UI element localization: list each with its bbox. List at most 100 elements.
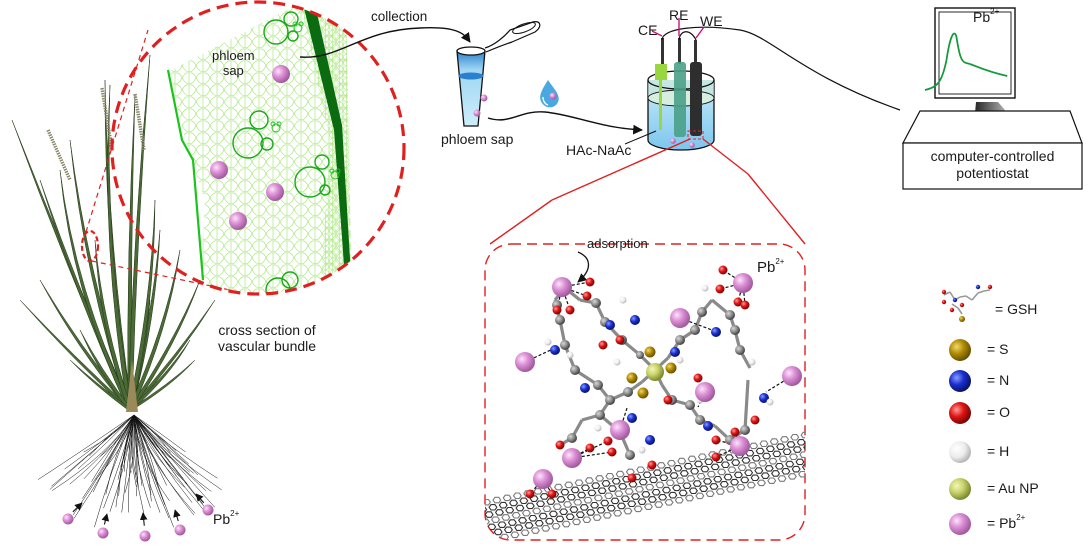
root-pb-charge: 2+ <box>230 509 239 518</box>
carbon-atom <box>740 425 750 435</box>
bond <box>960 296 966 297</box>
pb-ion <box>730 436 750 456</box>
potentiostat-label-line1: computer-controlled <box>903 148 1082 165</box>
legend-pb-symbol: = Pb <box>987 515 1016 531</box>
cross-section-caption: cross section of vascular bundle <box>218 322 316 354</box>
pb-ion <box>515 352 535 372</box>
pb-ion <box>695 382 715 402</box>
nitrogen-atom <box>580 383 590 393</box>
oxygen-atom <box>719 266 728 275</box>
hydrogen-atom <box>595 425 602 432</box>
oxygen-atom <box>694 374 703 383</box>
oxygen-atom <box>566 306 575 315</box>
oxygen-atom <box>599 341 608 350</box>
legend-gsh-molecule-icon <box>942 285 992 322</box>
carbon-atom <box>595 410 605 420</box>
bond <box>966 296 972 300</box>
oxygen-atom <box>583 292 592 301</box>
carbon-atom <box>675 335 685 345</box>
panel-pb-label: Pb2+ <box>757 260 784 277</box>
panel-pb-symbol: Pb <box>757 259 775 276</box>
legend-s-atom-icon <box>949 339 971 361</box>
uptake-arrow <box>73 503 82 512</box>
carbon-atom <box>685 400 695 410</box>
legend-atom <box>988 285 992 289</box>
phloem-sap-label: phloem sap <box>212 48 255 78</box>
pb-ion <box>733 273 753 293</box>
electrode-label-ce: CE <box>638 23 657 38</box>
screen-pb-label: Pb2+ <box>973 10 999 25</box>
pb-ion <box>63 514 74 525</box>
oxygen-atom <box>628 474 637 483</box>
hydrogen-atom <box>702 285 709 292</box>
carbon-atom <box>555 315 565 325</box>
carbon-atom <box>695 415 705 425</box>
bond <box>952 304 958 308</box>
root <box>134 415 198 475</box>
legend-label-o: = O <box>987 405 1010 420</box>
pb-ion <box>175 525 186 536</box>
bond <box>972 293 978 300</box>
nitrogen-atom <box>630 315 640 325</box>
legend-atom <box>950 308 954 312</box>
panel-pb-charge: 2+ <box>775 257 784 266</box>
legend-atom <box>953 298 957 302</box>
vascular-bundle-cross-section <box>112 0 404 302</box>
legend-label-h: = H <box>987 444 1009 459</box>
legend <box>942 285 992 535</box>
bond <box>984 290 990 291</box>
legend-pb-charge: 2+ <box>1016 513 1025 522</box>
carbon-atom <box>567 433 577 443</box>
nanotube-hexagon <box>806 457 814 463</box>
legend-n-atom-icon <box>949 370 971 392</box>
nanotube-hexagon <box>810 450 818 455</box>
nitrogen-atom <box>670 347 680 357</box>
screen-pb-symbol: Pb <box>973 9 990 25</box>
nitrogen-atom <box>711 327 721 337</box>
root <box>50 415 134 489</box>
bond <box>958 308 962 314</box>
legend-sulfur-atom <box>959 316 965 322</box>
nanotube-hexagon <box>478 526 486 532</box>
carbon-atom <box>591 298 601 308</box>
nanotube-hexagon <box>809 469 817 475</box>
legend-atom <box>976 285 980 289</box>
legend-atom <box>942 290 946 294</box>
nitrogen-atom <box>645 435 655 445</box>
cross-section-caption-line1: cross section of <box>218 322 316 338</box>
oxygen-atom <box>556 441 565 450</box>
seed-head <box>48 130 70 180</box>
carbon-atom <box>725 310 735 320</box>
uptake-arrow <box>104 514 107 524</box>
transfer-arrow <box>488 112 642 130</box>
hydrogen-atom <box>677 357 684 364</box>
root <box>134 415 217 478</box>
adsorption-label: adsorption <box>587 237 648 251</box>
oxygen-atom <box>586 278 595 287</box>
droplet-icon <box>540 80 559 107</box>
root <box>134 415 203 504</box>
sulfur-atom <box>645 347 656 358</box>
oxygen-atom <box>731 428 740 437</box>
electrochemical-cell <box>625 18 900 150</box>
oxygen-atom <box>712 436 721 445</box>
legend-atom <box>960 303 964 307</box>
nitrogen-atom <box>703 421 713 431</box>
oxygen-atom <box>586 444 595 453</box>
bond <box>978 291 984 293</box>
nanotube-hexagon <box>480 539 488 542</box>
hydrogen-atom <box>545 339 552 346</box>
oxygen-atom <box>604 437 613 446</box>
legend-label-n: = N <box>987 373 1009 388</box>
sulfur-atom <box>638 388 649 399</box>
pb-ion <box>140 531 151 542</box>
pb-ion <box>610 420 630 440</box>
carbon-atom <box>570 365 580 375</box>
nitrogen-atom <box>605 320 615 330</box>
pb-ion <box>98 528 109 539</box>
tube-cap <box>485 22 540 52</box>
seed-head <box>135 94 144 150</box>
nanotube-hexagon <box>813 462 821 467</box>
gold-nanoparticle <box>646 363 664 381</box>
